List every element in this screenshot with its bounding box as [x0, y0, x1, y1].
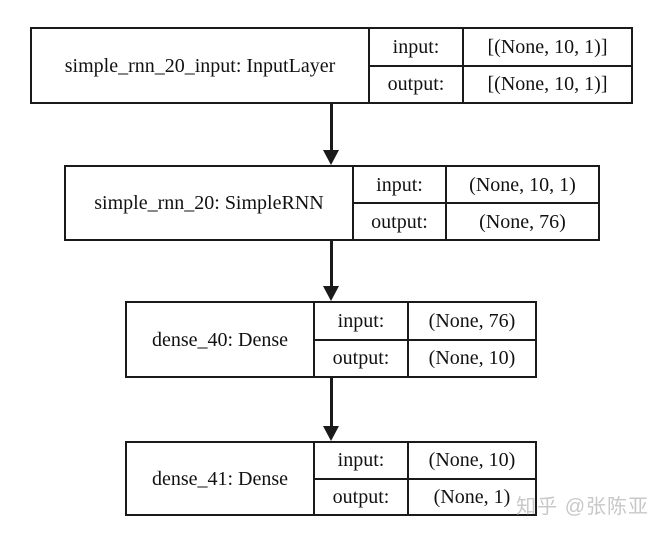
output-shape: [(None, 10, 1)] — [487, 73, 608, 96]
arrow-head-icon — [323, 426, 339, 441]
input-shape: (None, 10) — [428, 449, 516, 472]
arrow-connector-3 — [323, 378, 339, 441]
output-row: output: (None, 1) — [315, 479, 535, 514]
input-label: input: — [354, 167, 447, 202]
layer-name: simple_rnn_20: SimpleRNN — [66, 167, 354, 239]
output-label: output: — [354, 204, 447, 239]
zhihu-watermark: 知乎 @张陈亚 — [516, 496, 649, 518]
layer-node-simple-rnn-20: simple_rnn_20: SimpleRNN input: (None, 1… — [64, 165, 600, 241]
input-label: input: — [315, 443, 409, 478]
arrow-connector-2 — [323, 241, 339, 301]
input-label: input: — [315, 303, 409, 339]
arrow-head-icon — [323, 150, 339, 165]
layer-name: simple_rnn_20_input: InputLayer — [32, 29, 370, 102]
output-label: output: — [315, 340, 409, 376]
output-shape: (None, 76) — [479, 210, 566, 233]
input-row: input: [(None, 10, 1)] — [370, 29, 631, 67]
io-table: input: (None, 76) output: (None, 10) — [315, 303, 535, 376]
arrow-head-icon — [323, 286, 339, 301]
input-shape: (None, 10, 1) — [469, 173, 576, 196]
io-table: input: [(None, 10, 1)] output: [(None, 1… — [370, 29, 631, 102]
input-shape: [(None, 10, 1)] — [487, 35, 608, 58]
output-label: output: — [315, 479, 409, 514]
arrow-line — [329, 104, 333, 150]
input-row: input: (None, 10) — [315, 443, 535, 480]
input-row: input: (None, 76) — [315, 303, 535, 341]
output-shape: (None, 1) — [433, 485, 511, 508]
layer-node-simple-rnn-20-input: simple_rnn_20_input: InputLayer input: [… — [30, 27, 633, 104]
layer-node-dense-41: dense_41: Dense input: (None, 10) output… — [125, 441, 537, 516]
output-row: output: [(None, 10, 1)] — [370, 66, 631, 102]
arrow-line — [329, 378, 333, 426]
input-label: input: — [370, 29, 464, 65]
io-table: input: (None, 10) output: (None, 1) — [315, 443, 535, 514]
output-row: output: (None, 76) — [354, 204, 598, 239]
output-label: output: — [370, 66, 464, 102]
arrow-connector-1 — [323, 104, 339, 165]
output-row: output: (None, 10) — [315, 340, 535, 376]
layer-name: dense_41: Dense — [127, 443, 315, 514]
layer-name: dense_40: Dense — [127, 303, 315, 376]
output-shape: (None, 10) — [428, 347, 516, 370]
layer-node-dense-40: dense_40: Dense input: (None, 76) output… — [125, 301, 537, 378]
input-shape: (None, 76) — [428, 309, 516, 332]
input-row: input: (None, 10, 1) — [354, 167, 598, 204]
io-table: input: (None, 10, 1) output: (None, 76) — [354, 167, 598, 239]
arrow-line — [329, 241, 333, 286]
